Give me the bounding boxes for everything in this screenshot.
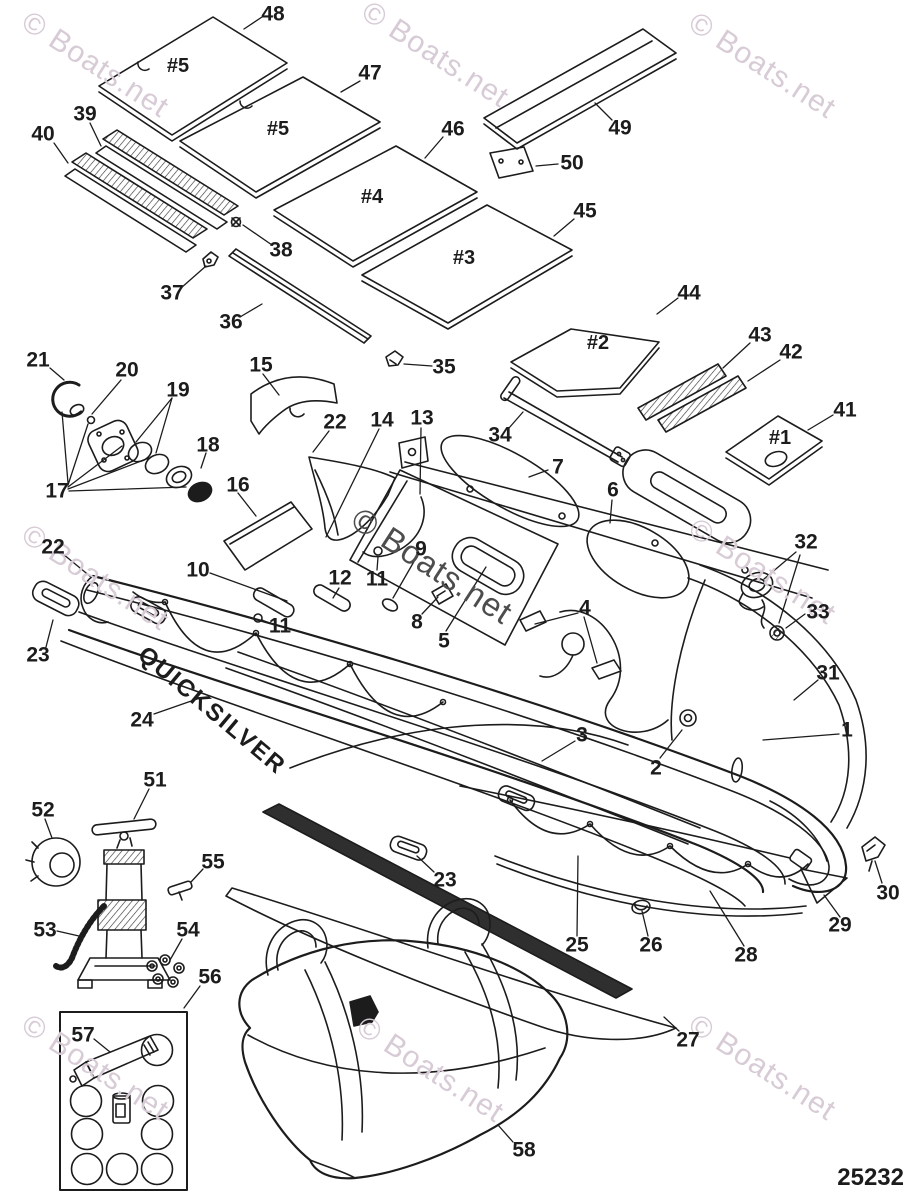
callout-3[interactable]: 3 bbox=[576, 723, 588, 747]
callout-10[interactable]: 10 bbox=[186, 558, 210, 582]
callout-54[interactable]: 54 bbox=[176, 918, 200, 942]
callout-45[interactable]: 45 bbox=[573, 199, 597, 223]
callout-32[interactable]: 32 bbox=[794, 530, 818, 554]
callout-39[interactable]: 39 bbox=[73, 102, 97, 126]
callout-31[interactable]: 31 bbox=[816, 661, 840, 685]
keel-strips bbox=[225, 803, 677, 1041]
callout-55[interactable]: 55 bbox=[201, 850, 225, 874]
callout-23[interactable]: 23 bbox=[433, 868, 457, 892]
callout-57[interactable]: 57 bbox=[71, 1023, 95, 1047]
callout-38[interactable]: 38 bbox=[269, 238, 293, 262]
callout-7[interactable]: 7 bbox=[552, 455, 564, 479]
callout-14[interactable]: 14 bbox=[370, 408, 394, 432]
callout-51[interactable]: 51 bbox=[143, 768, 167, 792]
watermark: © Boats.net bbox=[15, 517, 175, 638]
callout-11[interactable]: 11 bbox=[268, 614, 292, 638]
oar bbox=[500, 376, 752, 544]
callout-40[interactable]: 40 bbox=[31, 122, 55, 146]
callout-19[interactable]: 19 bbox=[166, 378, 190, 402]
callout-58[interactable]: 58 bbox=[512, 1138, 536, 1162]
callout-52[interactable]: 52 bbox=[31, 798, 55, 822]
callout-50[interactable]: 50 bbox=[560, 151, 584, 175]
callout-41[interactable]: 41 bbox=[833, 398, 857, 422]
callout-46[interactable]: 46 bbox=[441, 117, 465, 141]
callout-6[interactable]: 6 bbox=[607, 478, 619, 502]
callout-43[interactable]: 43 bbox=[748, 323, 772, 347]
callout-30[interactable]: 30 bbox=[876, 881, 900, 905]
watermark: © Boats.net bbox=[682, 5, 842, 126]
callout-5[interactable]: 5 bbox=[438, 629, 450, 653]
callout-12[interactable]: 12 bbox=[328, 566, 352, 590]
hull-tail-cone bbox=[670, 564, 867, 829]
watermark: © Boats.net bbox=[15, 1007, 175, 1128]
panel-number-tag: #3 bbox=[452, 247, 476, 269]
leader-lines bbox=[44, 16, 883, 1143]
callout-15[interactable]: 15 bbox=[249, 353, 273, 377]
callout-1[interactable]: 1 bbox=[841, 718, 853, 742]
callout-35[interactable]: 35 bbox=[432, 355, 456, 379]
transom-assembly bbox=[225, 434, 829, 845]
callout-29[interactable]: 29 bbox=[828, 913, 852, 937]
callout-44[interactable]: 44 bbox=[677, 281, 701, 305]
callout-13[interactable]: 13 bbox=[410, 406, 434, 430]
callout-17[interactable]: 17 bbox=[45, 479, 69, 503]
callout-4[interactable]: 4 bbox=[579, 596, 591, 620]
callout-42[interactable]: 42 bbox=[779, 340, 803, 364]
watermark: © Boats.net bbox=[345, 499, 520, 632]
callout-37[interactable]: 37 bbox=[160, 281, 184, 305]
callout-22[interactable]: 22 bbox=[41, 535, 65, 559]
callout-20[interactable]: 20 bbox=[115, 358, 139, 382]
callout-22[interactable]: 22 bbox=[323, 410, 347, 434]
panel-number-tag: #2 bbox=[586, 332, 610, 354]
callout-27[interactable]: 27 bbox=[676, 1028, 700, 1052]
watermark: © Boats.net bbox=[350, 1009, 510, 1130]
callout-18[interactable]: 18 bbox=[196, 433, 220, 457]
callout-9[interactable]: 9 bbox=[415, 537, 427, 561]
air-valve bbox=[738, 571, 785, 641]
callout-24[interactable]: 24 bbox=[130, 708, 154, 732]
callout-16[interactable]: 16 bbox=[226, 473, 250, 497]
floorboard-panels bbox=[98, 16, 823, 486]
callout-8[interactable]: 8 bbox=[411, 610, 423, 634]
callout-26[interactable]: 26 bbox=[639, 933, 663, 957]
carry-bag bbox=[238, 898, 569, 1180]
panel-number-tag: #5 bbox=[266, 118, 290, 140]
callout-48[interactable]: 48 bbox=[261, 2, 285, 26]
callout-11[interactable]: 11 bbox=[365, 567, 389, 591]
callout-25[interactable]: 25 bbox=[565, 933, 589, 957]
callout-53[interactable]: 53 bbox=[33, 918, 57, 942]
callout-47[interactable]: 47 bbox=[358, 61, 382, 85]
watermark: © Boats.net bbox=[355, 0, 515, 115]
valve-exploded-view bbox=[51, 376, 338, 571]
boat-hull bbox=[31, 574, 886, 917]
callout-56[interactable]: 56 bbox=[198, 965, 222, 989]
diagram-number: 25232 bbox=[837, 1164, 904, 1191]
panel-number-tag: #4 bbox=[360, 186, 384, 208]
callout-21[interactable]: 21 bbox=[26, 348, 50, 372]
repair-kit-box bbox=[59, 1011, 188, 1191]
panel-number-tag: #1 bbox=[768, 427, 792, 449]
callout-36[interactable]: 36 bbox=[219, 310, 243, 334]
callout-23[interactable]: 23 bbox=[26, 643, 50, 667]
callout-2[interactable]: 2 bbox=[650, 756, 662, 780]
callout-49[interactable]: 49 bbox=[608, 116, 632, 140]
callout-34[interactable]: 34 bbox=[488, 423, 512, 447]
callout-33[interactable]: 33 bbox=[806, 600, 830, 624]
callout-28[interactable]: 28 bbox=[734, 943, 758, 967]
panel-number-tag: #5 bbox=[166, 55, 190, 77]
watermark: © Boats.net bbox=[682, 1007, 842, 1128]
side-rails-and-strips bbox=[64, 28, 747, 433]
air-pump bbox=[25, 818, 193, 989]
